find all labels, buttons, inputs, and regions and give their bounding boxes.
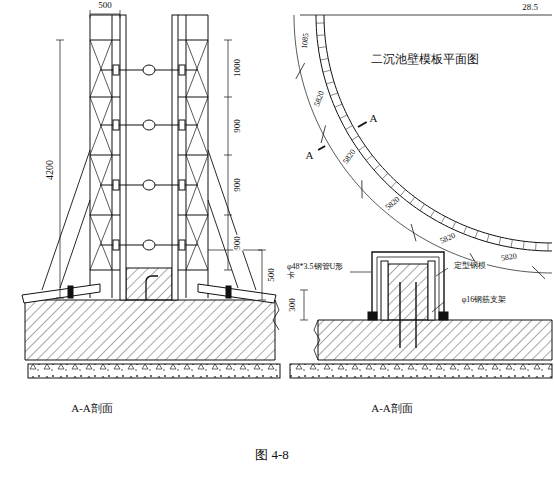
panel-joint — [323, 70, 331, 72]
panel-joint — [326, 82, 334, 84]
panel-joint — [410, 197, 415, 203]
panel-joint — [352, 136, 359, 140]
plan-view — [294, 15, 552, 279]
panel-joint — [330, 93, 338, 96]
drawing-title: 二沉池壁模板平面图 — [370, 53, 480, 66]
panel-joint — [452, 222, 455, 229]
dimension-label: 500 — [97, 1, 113, 11]
dimension-label: 900 — [233, 235, 243, 251]
panel-joint — [317, 34, 325, 36]
panel-joint — [382, 173, 388, 179]
dimension-label: 900 — [233, 118, 243, 134]
panel-joint — [464, 226, 467, 233]
dimension-arc — [294, 15, 552, 273]
panel-joint — [374, 165, 380, 170]
dimension-tick — [296, 63, 305, 79]
dimension-label: 900 — [233, 177, 243, 193]
dimension-label: 5820 — [341, 147, 359, 167]
panel-joint — [318, 47, 326, 48]
section-mark: A — [369, 112, 379, 124]
panel-joint — [511, 240, 512, 248]
panel-joint — [320, 59, 328, 61]
panel-joint — [523, 241, 525, 249]
panel-joint — [316, 22, 324, 23]
panel-joint — [359, 146, 366, 151]
figure-caption: 图 4-8 — [254, 448, 290, 462]
dimension-label: 500 — [267, 267, 277, 283]
section-mark: A — [305, 149, 315, 161]
panel-joint — [499, 237, 501, 245]
dimension-tick — [321, 125, 325, 143]
panel-joint — [400, 190, 405, 196]
panel-joint — [535, 242, 537, 250]
panel-joint — [475, 231, 478, 239]
panel-joint — [430, 210, 434, 217]
wall-arc — [316, 15, 552, 251]
panel-joint — [366, 155, 372, 160]
part-label: φ48*3.5钢管U形卡 — [286, 263, 350, 281]
panel-joint — [346, 126, 353, 130]
panel-joint — [335, 104, 342, 107]
elevation-label: 28.5 — [521, 3, 539, 13]
dimension-label: 4200 — [44, 159, 55, 181]
dimension-tick — [411, 224, 416, 241]
dimension-label: 1000 — [233, 58, 243, 78]
panel-joint — [487, 234, 489, 242]
dimension-label: 300 — [288, 297, 298, 313]
part-label: φ16钢筋支架 — [461, 296, 508, 305]
panel-joint — [420, 204, 424, 211]
panel-joint — [340, 115, 347, 119]
dimension-label: 5820 — [383, 195, 402, 213]
dimension-label: 5820 — [438, 231, 458, 247]
dimension-tick — [532, 266, 545, 279]
section-title: A-A剖面 — [370, 402, 414, 414]
dimension-label: 5820 — [313, 90, 327, 110]
dimension-label: 5820 — [499, 252, 518, 264]
section-cut-mark — [318, 146, 325, 150]
dimension-label: 1085 — [301, 31, 312, 50]
wall-arc — [324, 15, 552, 243]
section-cut-mark — [358, 122, 367, 127]
dimension-tick — [361, 180, 362, 198]
panel-joint — [547, 243, 548, 251]
panel-joint — [441, 216, 445, 223]
section-title: A-A剖面 — [70, 402, 114, 414]
section-left — [22, 10, 280, 378]
panel-joint — [391, 182, 396, 188]
part-label: 定型钢模 — [453, 262, 487, 271]
